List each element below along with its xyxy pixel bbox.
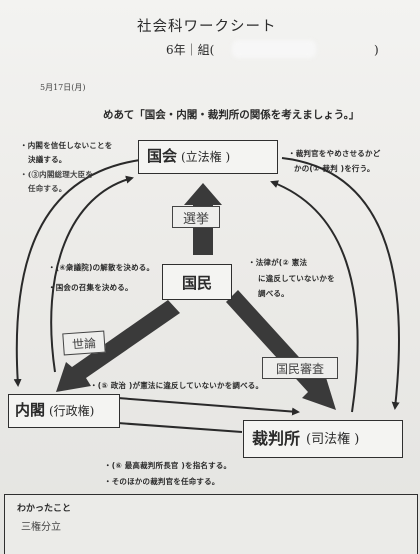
note-judicial-review: ・法律が(② 憲法 bbox=[248, 258, 308, 267]
court-box: 裁判所 (司法権 ) bbox=[243, 420, 403, 458]
note-appoint-pm: ・(③内閣総理大臣を bbox=[20, 170, 94, 179]
note-chief-justice: ・(⑥ 最高裁判所長官 )を指名する。 bbox=[104, 461, 232, 470]
people-label: 国民 bbox=[181, 273, 212, 292]
date: 5月17日(月) bbox=[40, 83, 86, 92]
court-power: (司法権 ) bbox=[306, 432, 360, 447]
note-other-judges: ・そのほかの裁判官を任命する。 bbox=[104, 477, 220, 486]
note-judicial-review-3: 調べる。 bbox=[258, 289, 289, 298]
note-convene: ・国会の召集を決める。 bbox=[48, 283, 133, 292]
election-label: 選挙 bbox=[172, 206, 220, 228]
cabinet-power: (行政権) bbox=[49, 404, 95, 418]
cabinet-name: 内閣 bbox=[15, 401, 46, 419]
national-review-label: 国民審査 bbox=[262, 357, 338, 379]
findings-box: わかったこと 三権分立 bbox=[4, 494, 418, 554]
note-administrative-review: ・(⑤ 政治 )が憲法に違反していないかを調べる。 bbox=[90, 381, 264, 390]
note-judicial-review-2: に違反していないかを bbox=[258, 274, 335, 283]
note-dissolution: ・(④衆議院)の解散を決める。 bbox=[48, 263, 155, 272]
note-no-confidence-2: 決議する。 bbox=[28, 155, 67, 164]
court-name: 裁判所 bbox=[252, 429, 301, 448]
worksheet-title: 社会科ワークシート bbox=[137, 19, 277, 35]
note-impeachment: ・裁判官をやめさせるかど bbox=[288, 149, 381, 158]
aim: めあて「国会・内閣・裁判所の関係を考えましょう。」 bbox=[103, 109, 360, 121]
findings-answer: 三権分立 bbox=[21, 522, 61, 533]
cabinet-box: 内閣 (行政権) bbox=[8, 394, 120, 428]
diet-power: (立法権 ) bbox=[181, 150, 231, 164]
note-appoint-pm-2: 任命する。 bbox=[28, 184, 67, 193]
public-opinion-label: 世論 bbox=[62, 330, 106, 356]
diet-box: 国会 (立法権 ) bbox=[138, 140, 278, 174]
findings-label: わかったこと bbox=[17, 504, 72, 514]
name-redaction bbox=[232, 40, 316, 58]
people-box: 国民 bbox=[162, 264, 232, 300]
note-impeachment-2: かの(① 裁判 )を行う。 bbox=[294, 164, 375, 173]
diet-name: 国会 bbox=[147, 147, 178, 165]
class-line-close: ) bbox=[374, 43, 379, 57]
class-line: 6年｜組( bbox=[166, 43, 215, 57]
note-no-confidence: ・内閣を信任しないことを bbox=[20, 141, 113, 150]
